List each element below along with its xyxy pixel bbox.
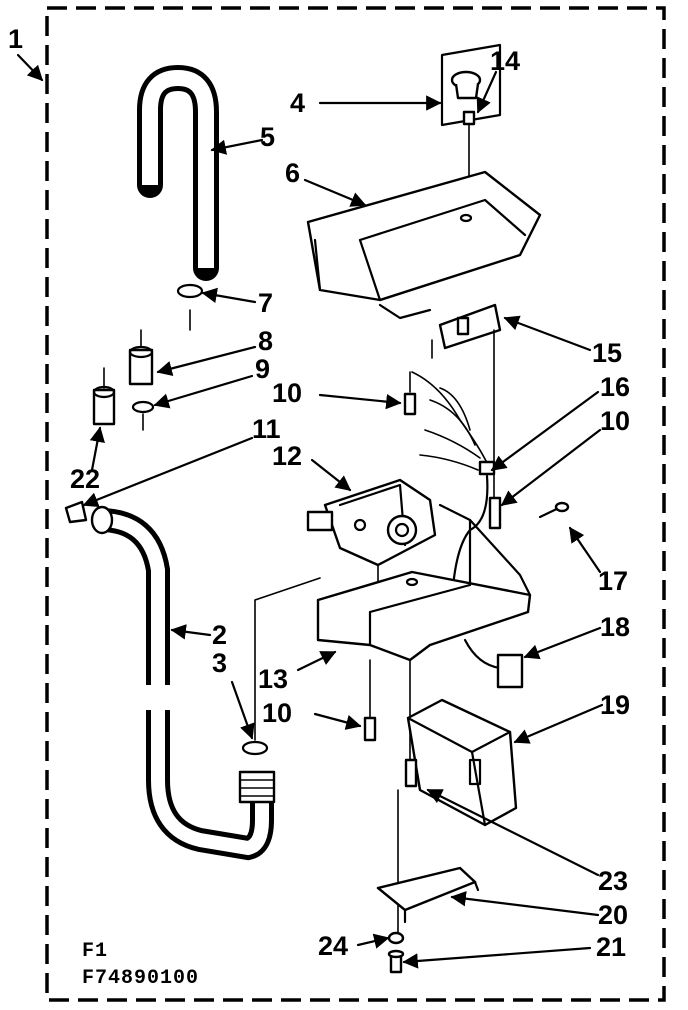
part-5-j-tube [137, 64, 219, 281]
figure-code: F1 [82, 940, 108, 963]
part-6-control-panel [306, 170, 542, 320]
callout-14: 14 [490, 46, 520, 76]
callout-10-right: 10 [600, 406, 630, 436]
part-10-screw-right [488, 496, 502, 530]
leader-lines [16, 53, 604, 969]
part-24-washer [387, 931, 405, 945]
part-16-wiring-harness [411, 371, 496, 602]
part-21-screw [387, 949, 405, 974]
callout-3: 3 [212, 648, 227, 678]
callout-21: 21 [596, 932, 626, 962]
assembly-boundary [45, 6, 666, 1002]
part-7-o-ring [176, 283, 204, 299]
callout-10-upper: 10 [272, 378, 302, 408]
callout-12: 12 [272, 441, 302, 471]
part-18-connector [463, 638, 524, 689]
callout-17: 17 [598, 566, 628, 596]
callout-16: 16 [600, 372, 630, 402]
part-9-washer [131, 400, 155, 414]
part-20-channel [376, 866, 480, 924]
callout-9: 9 [255, 354, 270, 384]
part-22-nut [92, 367, 116, 426]
callout-24: 24 [318, 931, 348, 961]
part-23-screw [397, 758, 418, 936]
part-10-screw-lower [363, 659, 377, 742]
part-8-fitting [128, 329, 154, 386]
part-17-pin [538, 501, 570, 519]
callout-11: 11 [252, 414, 281, 444]
part-4-knob-panel [440, 43, 502, 211]
part-12-control-valve [306, 478, 437, 601]
part-3-washer-spring [238, 740, 276, 804]
drawing-number: F74890100 [82, 967, 199, 990]
callout-8: 8 [258, 326, 273, 356]
part-11-nozzle [64, 500, 88, 524]
callout-19: 19 [600, 690, 630, 720]
callout-2: 2 [212, 620, 227, 650]
callout-22: 22 [70, 464, 100, 494]
callout-13: 13 [258, 664, 288, 694]
callout-4: 4 [290, 88, 305, 118]
callout-18: 18 [600, 612, 630, 642]
part-10-screw-upper [403, 371, 417, 416]
callout-15: 15 [592, 338, 622, 368]
callout-6: 6 [285, 158, 300, 188]
callout-10-lower: 10 [262, 698, 292, 728]
callout-5: 5 [260, 122, 275, 152]
part-13-bracket [316, 503, 532, 761]
callout-20: 20 [598, 900, 628, 930]
callout-23: 23 [598, 866, 628, 896]
callout-1: 1 [8, 24, 23, 54]
callout-7: 7 [258, 288, 273, 318]
part-2-hose [90, 505, 274, 861]
